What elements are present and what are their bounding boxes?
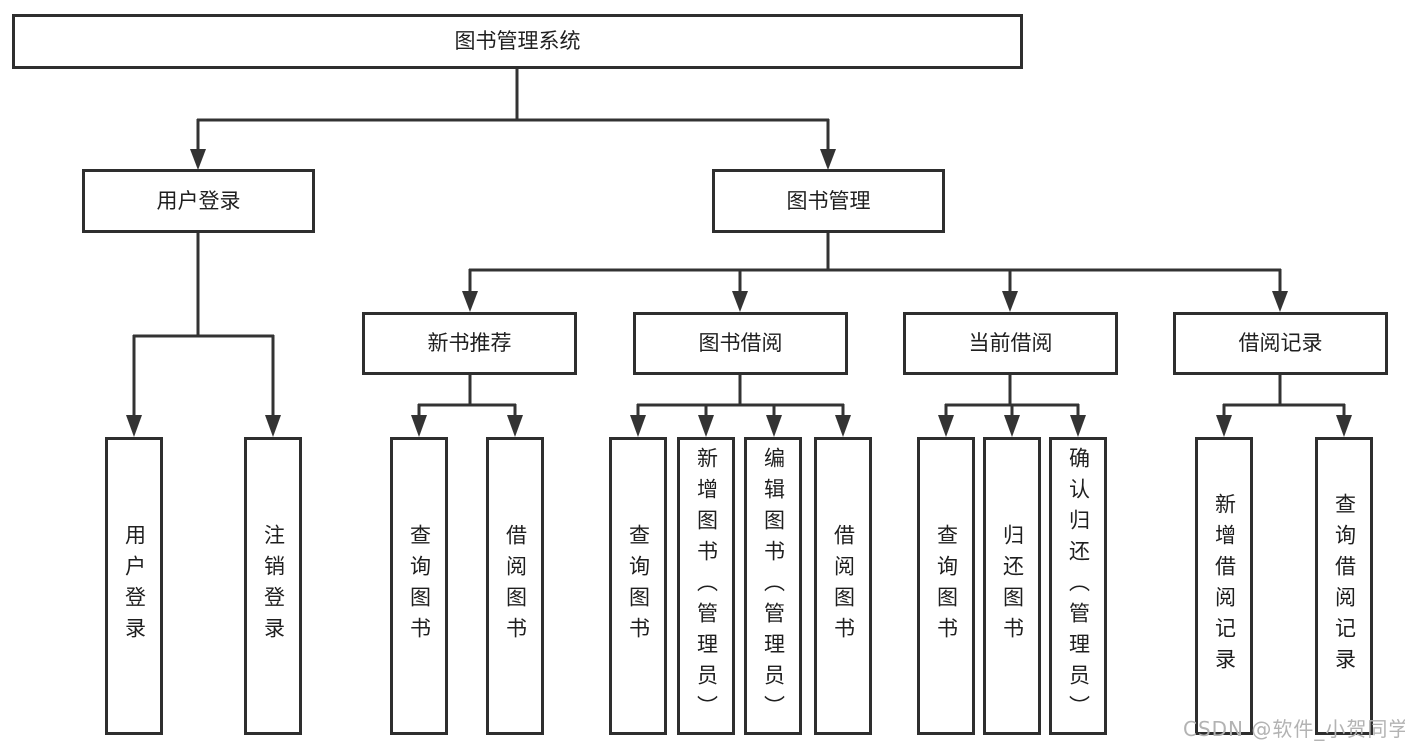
leaf-borrow-books-recommend-label: 借阅图书 bbox=[503, 524, 528, 648]
arrowhead bbox=[698, 415, 714, 437]
wires-borrow-records-split bbox=[1216, 375, 1352, 437]
leaf-borrow-books: 借阅图书 bbox=[814, 437, 872, 735]
leaf-borrow-books-label: 借阅图书 bbox=[831, 524, 856, 648]
arrowhead bbox=[462, 291, 478, 312]
arrowhead bbox=[1002, 291, 1018, 312]
leaf-user-login: 用户登录 bbox=[105, 437, 163, 735]
leaf-confirm-return-admin: 确认归还（管理员） bbox=[1049, 437, 1107, 735]
leaf-logout: 注销登录 bbox=[244, 437, 302, 735]
leaf-edit-book-admin-label: 编辑图书（管理员） bbox=[761, 446, 786, 726]
arrowhead bbox=[126, 415, 142, 437]
leaf-query-books-recommend: 查询图书 bbox=[390, 437, 448, 735]
arrowhead bbox=[630, 415, 646, 437]
arrowhead bbox=[835, 415, 851, 437]
arrowhead bbox=[820, 149, 836, 170]
node-current-borrow: 当前借阅 bbox=[903, 312, 1118, 375]
leaf-add-book-admin-label: 新增图书（管理员） bbox=[694, 446, 719, 726]
node-root: 图书管理系统 bbox=[12, 14, 1023, 69]
wires-user-login-split bbox=[126, 233, 281, 437]
node-root-label: 图书管理系统 bbox=[454, 29, 581, 53]
leaf-borrow-books-recommend: 借阅图书 bbox=[486, 437, 544, 735]
leaf-logout-label: 注销登录 bbox=[261, 524, 286, 648]
arrowhead bbox=[411, 415, 427, 437]
wires-new-book-split bbox=[411, 375, 523, 437]
node-book-management-label: 图书管理 bbox=[786, 188, 871, 213]
arrowhead bbox=[1216, 415, 1232, 437]
leaf-query-books-current: 查询图书 bbox=[917, 437, 975, 735]
leaf-query-borrow-record-label: 查询借阅记录 bbox=[1332, 493, 1357, 679]
arrowhead bbox=[1070, 415, 1086, 437]
node-book-borrow: 图书借阅 bbox=[633, 312, 848, 375]
leaf-add-book-admin: 新增图书（管理员） bbox=[677, 437, 735, 735]
arrowhead bbox=[190, 149, 206, 170]
leaf-return-books-label: 归还图书 bbox=[1000, 524, 1025, 648]
arrowhead bbox=[766, 415, 782, 437]
wires-book-borrow-split bbox=[630, 375, 851, 437]
arrowhead bbox=[1272, 291, 1288, 312]
arrowhead bbox=[732, 291, 748, 312]
wires-root-split bbox=[190, 69, 836, 170]
arrowhead bbox=[1336, 415, 1352, 437]
leaf-query-books-recommend-label: 查询图书 bbox=[407, 524, 432, 648]
leaf-add-borrow-record: 新增借阅记录 bbox=[1195, 437, 1253, 735]
leaf-query-books-borrow: 查询图书 bbox=[609, 437, 667, 735]
leaf-add-borrow-record-label: 新增借阅记录 bbox=[1212, 493, 1237, 679]
node-book-management: 图书管理 bbox=[712, 169, 945, 233]
csdn-watermark: CSDN @软件_小贺同学 bbox=[1183, 717, 1405, 741]
node-book-borrow-label: 图书借阅 bbox=[698, 331, 783, 355]
arrowhead bbox=[265, 415, 281, 437]
node-borrow-records: 借阅记录 bbox=[1173, 312, 1388, 375]
wires-book-management-split bbox=[462, 233, 1288, 312]
node-user-login-label: 用户登录 bbox=[156, 188, 241, 213]
leaf-return-books: 归还图书 bbox=[983, 437, 1041, 735]
wires-current-borrow-split bbox=[938, 375, 1086, 437]
arrowhead bbox=[1004, 415, 1020, 437]
leaf-query-books-borrow-label: 查询图书 bbox=[626, 524, 651, 648]
node-new-book-recommend: 新书推荐 bbox=[362, 312, 577, 375]
node-new-book-recommend-label: 新书推荐 bbox=[427, 331, 512, 355]
arrowhead bbox=[507, 415, 523, 437]
arrowhead bbox=[938, 415, 954, 437]
node-current-borrow-label: 当前借阅 bbox=[968, 331, 1053, 355]
leaf-user-login-label: 用户登录 bbox=[122, 524, 147, 648]
leaf-edit-book-admin: 编辑图书（管理员） bbox=[744, 437, 802, 735]
leaf-query-borrow-record: 查询借阅记录 bbox=[1315, 437, 1373, 735]
leaf-query-books-current-label: 查询图书 bbox=[934, 524, 959, 648]
leaf-confirm-return-admin-label: 确认归还（管理员） bbox=[1066, 446, 1091, 726]
node-user-login: 用户登录 bbox=[82, 169, 315, 233]
node-borrow-records-label: 借阅记录 bbox=[1238, 331, 1323, 355]
